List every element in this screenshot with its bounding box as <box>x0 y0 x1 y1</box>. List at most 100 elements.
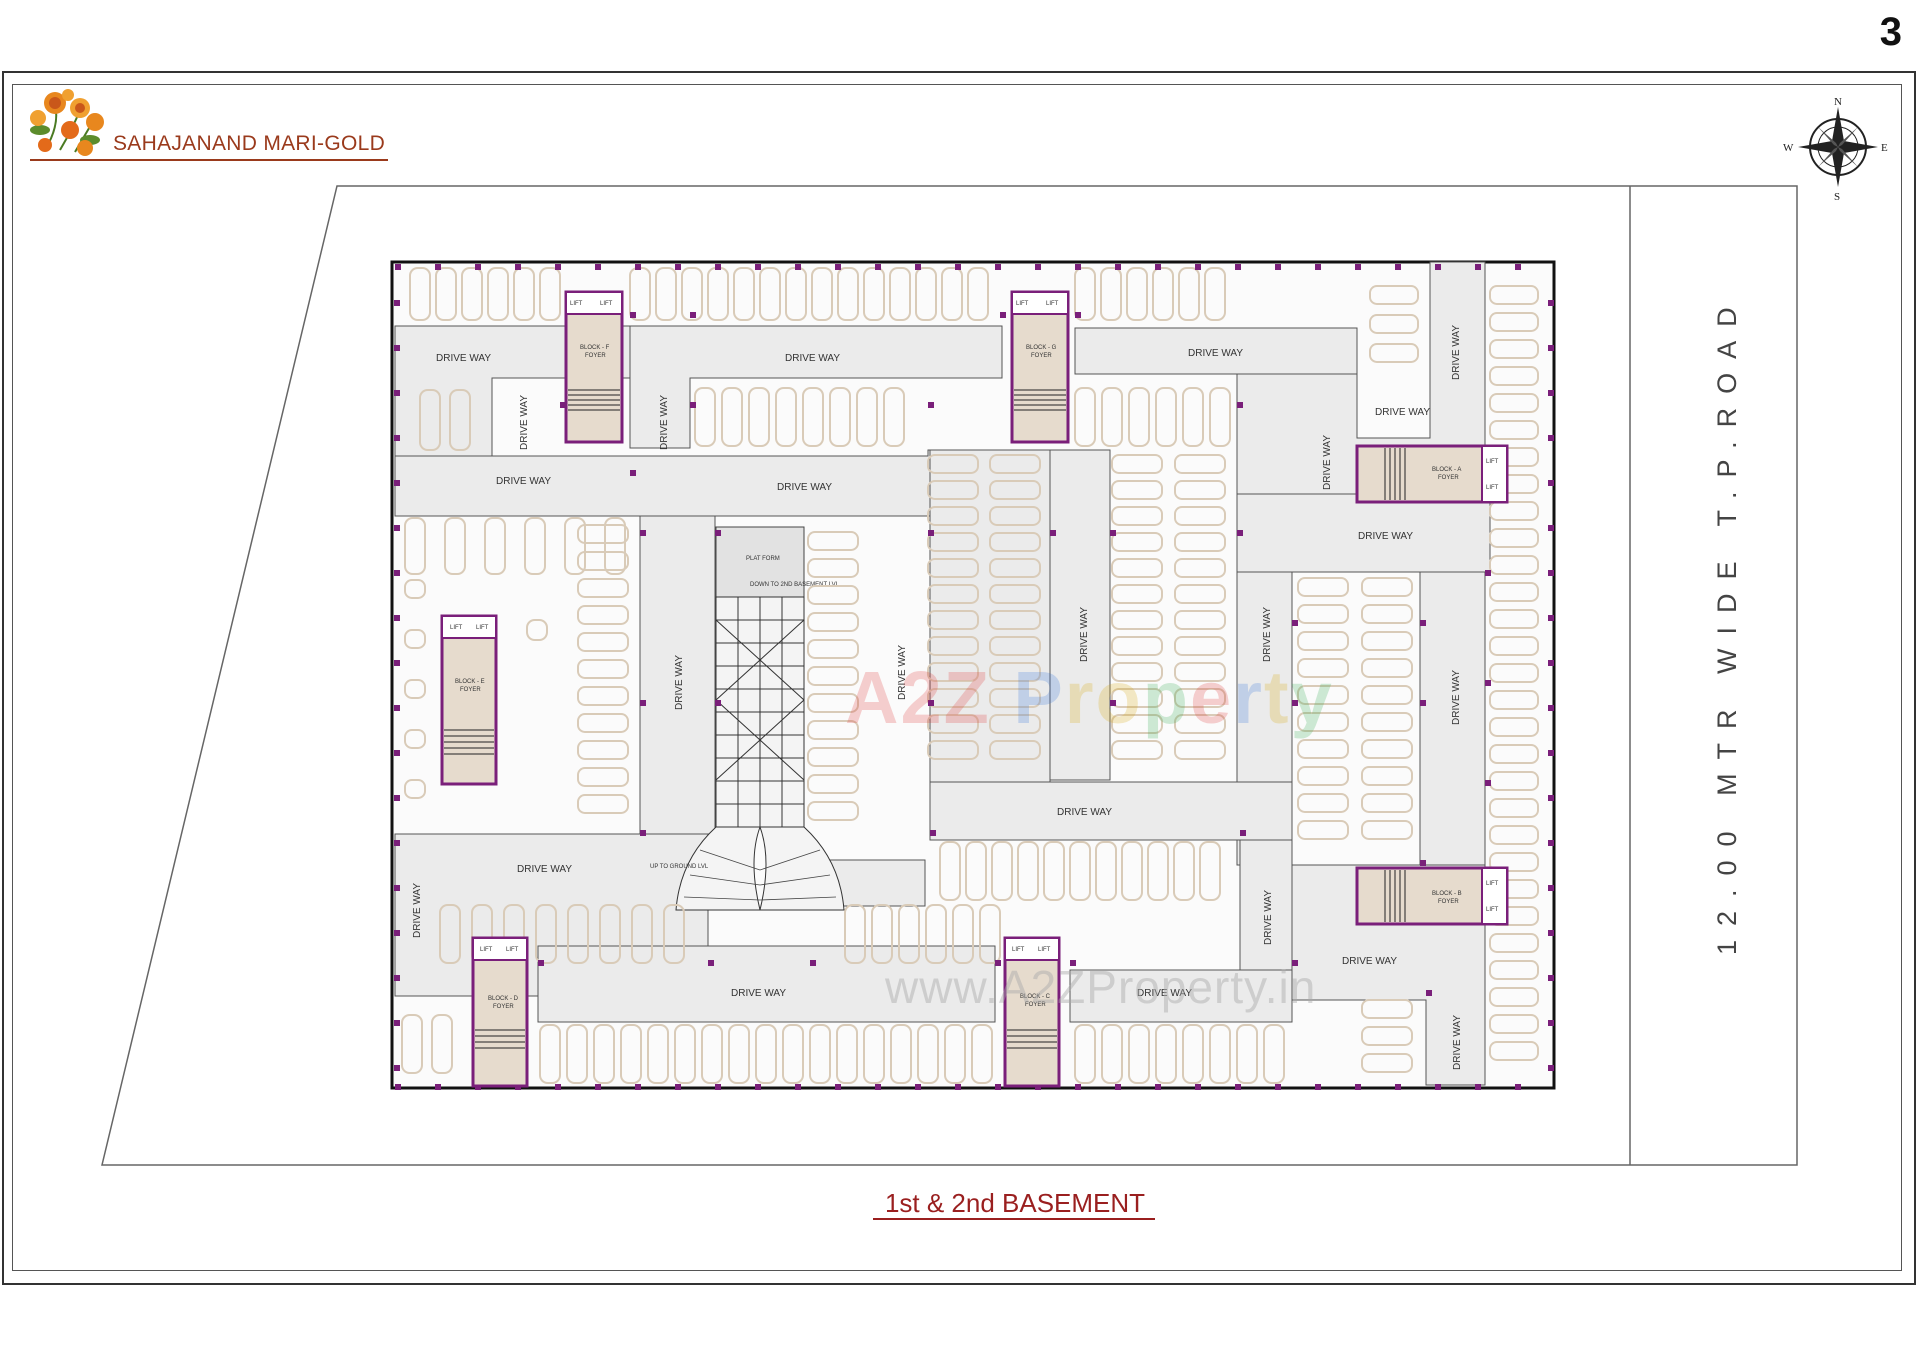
column <box>1155 264 1161 270</box>
car-stall <box>1489 339 1539 359</box>
lift-label: LIFT <box>1486 459 1499 465</box>
car-stall <box>524 517 546 575</box>
sheet-title-underline <box>873 1218 1155 1220</box>
drive-way-label: DRIVE WAY <box>1262 607 1273 662</box>
car-stall <box>989 454 1041 474</box>
column <box>560 402 566 408</box>
column <box>394 750 400 756</box>
column <box>690 402 696 408</box>
column <box>435 264 441 270</box>
car-stall <box>1297 820 1349 840</box>
ramp <box>675 526 845 911</box>
column <box>995 264 1001 270</box>
block-e-core <box>440 614 498 786</box>
car-stall <box>837 267 859 321</box>
car-stall <box>577 740 629 760</box>
car-stall <box>1174 688 1226 708</box>
watermark-letter: o <box>1095 656 1143 739</box>
column <box>1155 1084 1161 1090</box>
drive-way-label: DRIVE WAY <box>412 883 423 938</box>
lift-label: LIFT <box>1486 881 1499 887</box>
car-stall <box>917 1024 939 1084</box>
column <box>1548 795 1554 801</box>
car-stall <box>1152 267 1174 321</box>
watermark-letter: e <box>1189 656 1234 739</box>
road-label: 12.00 MTR WIDE T.P.ROAD <box>1712 293 1742 955</box>
car-stall <box>883 387 905 447</box>
car-stall <box>1489 663 1539 683</box>
column <box>795 1084 801 1090</box>
car-stall <box>1174 610 1226 630</box>
lift-label: LIFT <box>476 625 489 631</box>
car-stall <box>1173 841 1195 901</box>
drive-way-label: DRIVE WAY <box>731 988 786 999</box>
sheet-outer-frame <box>2 71 1916 1285</box>
car-stall <box>593 1024 615 1084</box>
car-stall <box>1121 841 1143 901</box>
car-stall <box>927 532 979 552</box>
ramp-up-label: UP TO GROUND LVL <box>650 864 709 870</box>
car-stall <box>811 267 833 321</box>
block-e-label: BLOCK - E <box>455 679 485 685</box>
watermark-letter <box>991 656 1014 739</box>
column <box>1240 830 1246 836</box>
drive-way-label: DRIVE WAY <box>519 395 530 450</box>
car-stall <box>1361 631 1413 651</box>
car-stall <box>1369 285 1419 305</box>
car-stall <box>1111 454 1163 474</box>
lift-label: LIFT <box>1012 947 1025 953</box>
sheet-title: 1st & 2nd BASEMENT <box>884 1188 1146 1218</box>
column <box>1292 960 1298 966</box>
car-stall <box>807 801 859 821</box>
column <box>1426 990 1432 996</box>
column <box>955 264 961 270</box>
column <box>1548 345 1554 351</box>
block-a-foyer: FOYER <box>1438 475 1459 481</box>
lift-label: LIFT <box>480 947 493 953</box>
column <box>394 300 400 306</box>
car-stall <box>965 841 987 901</box>
car-stall <box>1489 1041 1539 1061</box>
car-stall <box>927 662 979 682</box>
car-stall <box>989 636 1041 656</box>
compass-north: N <box>1834 96 1842 108</box>
lift-label: LIFT <box>506 947 519 953</box>
marigold-flower-icon <box>30 89 104 156</box>
car-stall <box>487 267 509 321</box>
watermark-brand: A2Z Property <box>845 655 1334 740</box>
car-stall <box>577 524 629 544</box>
column <box>1000 312 1006 318</box>
drive-way-label: DRIVE WAY <box>1263 890 1274 945</box>
car-stall <box>782 1024 804 1084</box>
column <box>640 700 646 706</box>
car-stall <box>807 639 859 659</box>
watermark-letter: A <box>845 656 901 739</box>
car-stall <box>1361 820 1413 840</box>
drive-way-label: DRIVE WAY <box>1079 607 1090 662</box>
column <box>635 264 641 270</box>
block-d-core <box>471 936 529 1088</box>
car-stall <box>1297 739 1349 759</box>
column <box>595 264 601 270</box>
column <box>1420 620 1426 626</box>
column <box>394 1065 400 1071</box>
column <box>1115 264 1121 270</box>
car-stall <box>1126 267 1148 321</box>
column <box>435 1084 441 1090</box>
car-stall <box>1111 558 1163 578</box>
drive-way-label: DRIVE WAY <box>436 353 491 364</box>
car-stall <box>409 267 431 321</box>
car-stall <box>1263 1024 1285 1084</box>
column <box>555 264 561 270</box>
column <box>395 1084 401 1090</box>
car-stall <box>807 747 859 767</box>
car-stall <box>1199 841 1221 901</box>
car-stall <box>539 1024 561 1084</box>
car-stall <box>1361 577 1413 597</box>
car-stall <box>1095 841 1117 901</box>
car-stall <box>404 629 426 649</box>
column <box>1195 1084 1201 1090</box>
column <box>1235 264 1241 270</box>
car-stall <box>1111 636 1163 656</box>
